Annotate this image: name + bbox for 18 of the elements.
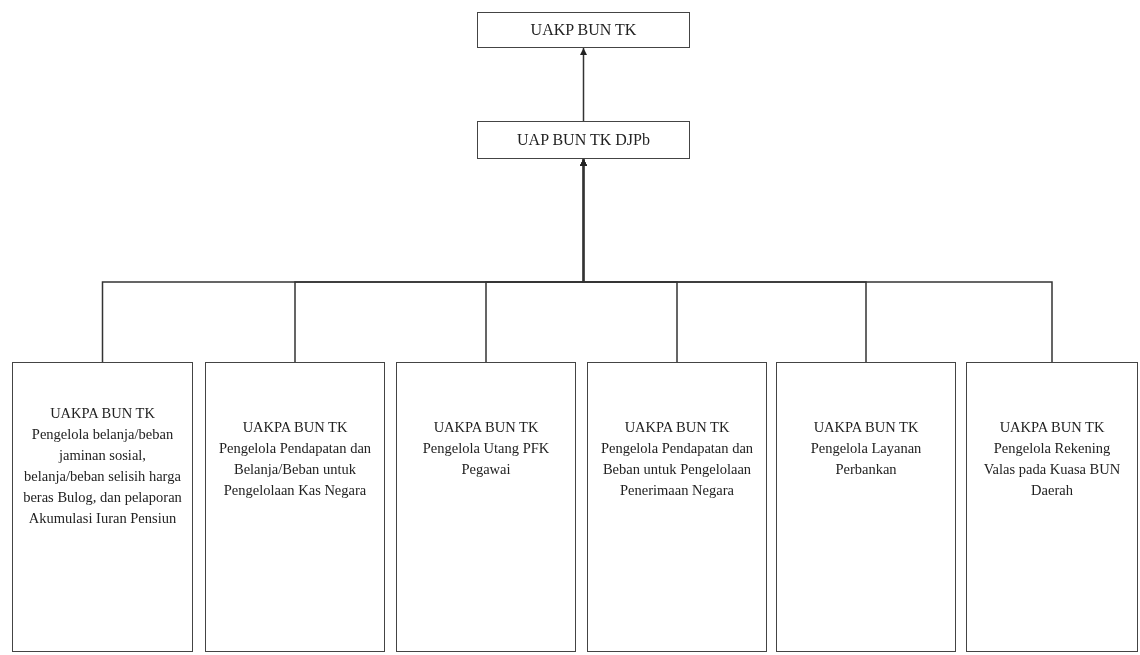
unit-name: UAKPA BUN TK Pengelola belanja/beban jaminan sosial, belanja/beban selisih harga beras Bulog, dan pelaporan Akumulasi Iuran Pensiun: [23, 404, 182, 529]
sub-unit-box: [205, 362, 385, 652]
sub-unit-box: [587, 362, 767, 652]
unit-box: [477, 12, 690, 48]
unit-name: UAKPA BUN TK Pengelola Pendapatan dan Beban untuk Pengelolaan Penerimaan Negara: [599, 418, 755, 501]
unit-name: UAKPA BUN TK Pengelola Pendapatan dan Belanja/Beban untuk Pengelolaan Kas Negara: [217, 418, 373, 501]
sub-unit-box: [966, 362, 1138, 652]
sub-unit-box: [776, 362, 956, 652]
connector-arrow: [580, 158, 1053, 363]
unit-box: [477, 121, 690, 159]
unit-name: UAKP BUN TK: [530, 21, 637, 39]
sub-unit-box: [396, 362, 576, 652]
unit-name: UAKPA BUN TK Pengelola Rekening Valas pada Kuasa BUN Daerah: [982, 418, 1122, 501]
connector-arrow: [580, 47, 587, 122]
unit-name: UAKPA BUN TK Pengelola Layanan Perbankan: [809, 418, 923, 480]
sub-unit-box: [12, 362, 193, 652]
unit-name: UAKPA BUN TK Pengelola Utang PFK Pegawai: [421, 418, 551, 480]
unit-name: UAP BUN TK DJPb: [517, 131, 650, 149]
